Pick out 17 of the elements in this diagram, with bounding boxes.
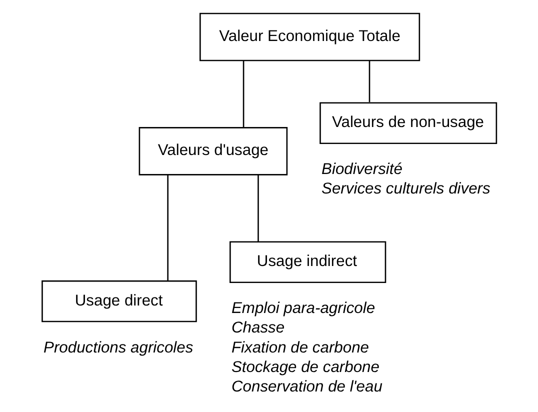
node-label: Biodiversité xyxy=(322,161,402,178)
node-box: Valeurs de non-usage xyxy=(320,102,498,144)
node-box: Valeur Economique Totale xyxy=(200,12,420,62)
node-label: Services culturels divers xyxy=(322,180,490,198)
node-box: Valeurs d'usage xyxy=(138,127,288,176)
connector xyxy=(167,174,168,281)
node-box: Usage direct xyxy=(42,280,197,322)
node-label: Fixation de carbone xyxy=(231,339,369,356)
node-box: Usage indirect xyxy=(230,241,386,283)
node-label: Conservation de l'eau xyxy=(231,378,382,396)
connector xyxy=(368,60,370,102)
node-label: Stockage de carbone xyxy=(231,358,380,376)
node-label: Chasse xyxy=(231,320,285,337)
connector xyxy=(242,60,244,128)
connector xyxy=(258,174,259,242)
node-label: Productions agricoles xyxy=(44,339,194,356)
node-label: Emploi para-agricole xyxy=(231,300,376,318)
